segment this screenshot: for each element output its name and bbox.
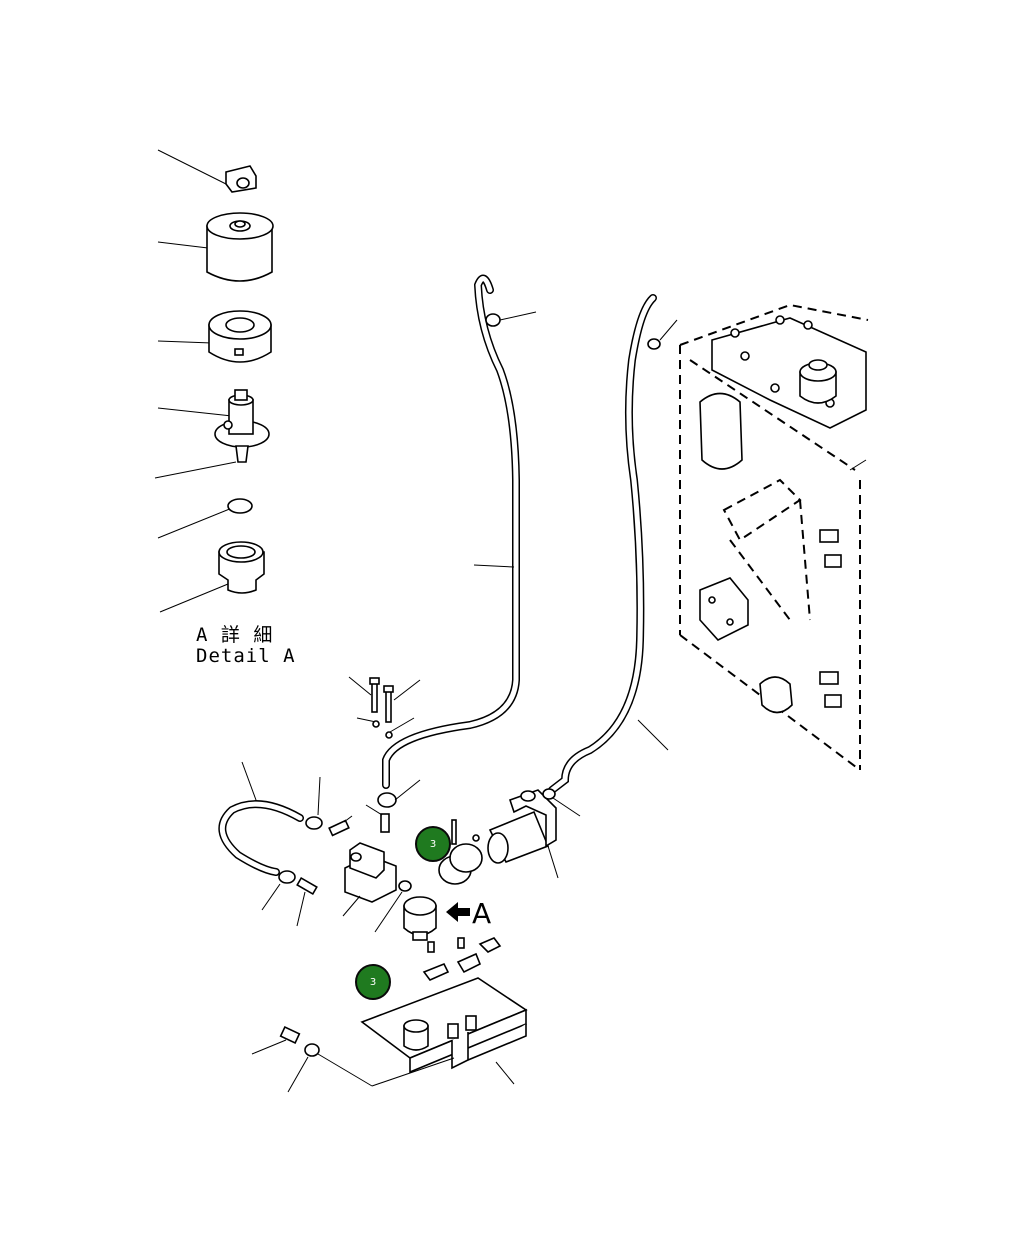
fitting-part	[218, 541, 265, 594]
valve-stem-part	[214, 389, 270, 463]
leader-line	[371, 1057, 455, 1087]
leader-line	[342, 895, 361, 917]
hose-3	[218, 761, 323, 911]
bolt	[279, 1026, 301, 1044]
leader-line	[552, 797, 581, 817]
leader-line	[393, 679, 421, 701]
bolt-head	[369, 677, 380, 685]
callout-badge[interactable]: 3	[355, 964, 391, 1000]
bolt	[385, 689, 392, 723]
leader-line	[473, 564, 515, 568]
hose-clamp	[377, 792, 397, 808]
bolt	[371, 681, 378, 713]
coil-cap-part	[206, 212, 274, 282]
leader-line	[499, 311, 537, 321]
view-arrow-letter: A	[472, 897, 492, 930]
leader-line	[287, 1056, 309, 1093]
detail-a-stack	[154, 149, 274, 613]
pipe-clamps	[438, 819, 483, 885]
leader-line	[495, 1061, 515, 1085]
detail-label-en: Detail A	[196, 645, 296, 667]
leader-line	[157, 340, 213, 344]
hose-2	[548, 294, 678, 794]
hydraulic-tank	[679, 303, 869, 771]
sensor-body	[403, 896, 437, 941]
leader-line	[261, 883, 281, 911]
small-brackets	[422, 937, 502, 981]
leader-line	[394, 779, 421, 801]
leader-line	[296, 891, 306, 927]
leader-line	[251, 1039, 287, 1055]
bolt	[380, 813, 390, 833]
leader-line	[157, 149, 229, 186]
solenoid-valve	[342, 842, 412, 933]
leader-line	[348, 676, 372, 696]
bolt-head	[383, 685, 394, 693]
leader-line	[317, 776, 321, 816]
ring-body-part	[208, 310, 272, 363]
leader-line	[389, 717, 415, 733]
bolt	[296, 876, 318, 896]
leader-line	[637, 719, 669, 751]
view-arrow-icon	[446, 902, 470, 922]
hose-1	[377, 274, 537, 808]
elbow-fitting	[487, 788, 581, 879]
leader-line	[343, 815, 353, 823]
bolt	[328, 819, 350, 837]
callout-badge[interactable]: 3	[415, 826, 451, 862]
hose-clamp	[278, 870, 296, 884]
leader-line	[317, 1053, 373, 1087]
bottom-hardware	[251, 1026, 455, 1093]
detail-label-jp: A 詳 細	[196, 624, 274, 646]
leader-line	[157, 507, 233, 539]
leader-line	[356, 717, 377, 723]
leader-line	[659, 319, 678, 341]
leader-line	[547, 845, 559, 879]
leader-line	[159, 583, 229, 613]
washer	[304, 1043, 320, 1057]
mounting-plate	[360, 977, 528, 1085]
leader-line	[365, 804, 383, 816]
leader-line	[157, 407, 233, 417]
leader-line	[154, 461, 237, 479]
bolts	[296, 676, 421, 927]
hose-clamp	[485, 313, 501, 327]
hose-clamp	[305, 816, 323, 830]
leader-line	[374, 891, 403, 933]
leader-line	[241, 761, 257, 801]
clip-part	[225, 165, 257, 193]
o-ring-part	[227, 498, 253, 514]
hose-clamp	[647, 338, 661, 350]
leader-line	[157, 241, 209, 249]
